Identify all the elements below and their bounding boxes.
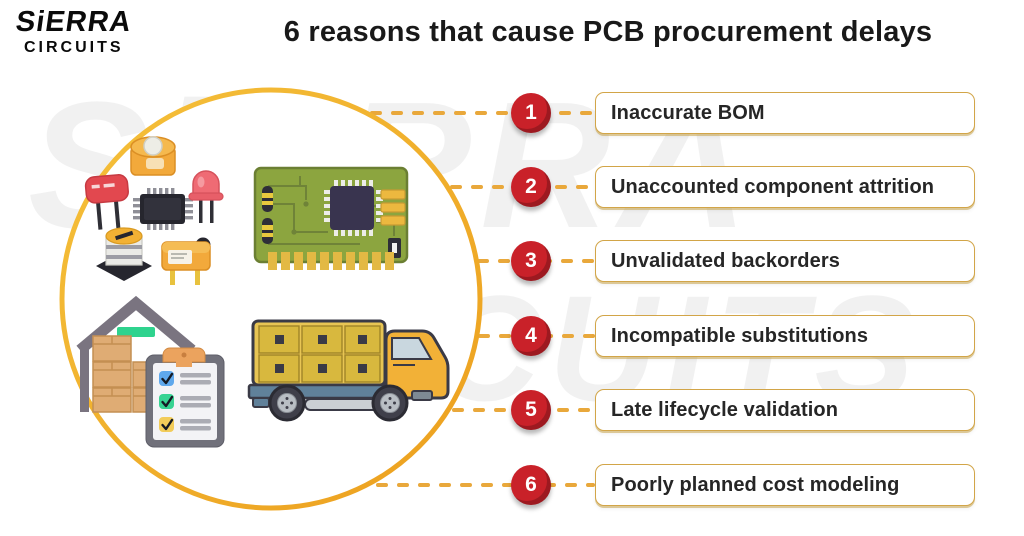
- reason-label-box: Inaccurate BOM: [595, 92, 975, 134]
- reason-label-box: Poorly planned cost modeling: [595, 464, 975, 506]
- circle-frame: [59, 87, 483, 511]
- reason-label-box: Incompatible substitutions: [595, 315, 975, 357]
- capacitor-icon: [96, 227, 152, 281]
- reason-label-box: Unvalidated backorders: [595, 240, 975, 282]
- qfp-chip-icon: [133, 188, 193, 230]
- reason-number-badge: 3: [511, 241, 551, 281]
- reason-label-box: Late lifecycle validation: [595, 389, 975, 431]
- checklist-icon: [145, 347, 225, 448]
- reason-label-box: Unaccounted component attrition: [595, 166, 975, 208]
- led-icon: [188, 170, 224, 223]
- sierra-circuits-logo: SiERRA CIRCUITS: [13, 6, 134, 56]
- dip-component-icon: [161, 237, 211, 285]
- fuse-icon: [84, 174, 129, 230]
- reason-label: Inaccurate BOM: [611, 101, 765, 124]
- reason-label: Unvalidated backorders: [611, 249, 840, 272]
- reason-number-badge: 5: [511, 390, 551, 430]
- page-title: 6 reasons that cause PCB procurement del…: [283, 16, 933, 48]
- reason-label: Late lifecycle validation: [611, 398, 839, 421]
- reason-label: Unaccounted component attrition: [611, 175, 935, 198]
- microchip-icon: [324, 180, 383, 236]
- electronic-components-icon: [84, 136, 224, 285]
- logo-wordmark: SiERRA: [13, 6, 134, 38]
- reason-number-badge: 6: [511, 465, 551, 505]
- pcb-icon: [253, 166, 409, 270]
- reason-number-badge: 2: [511, 167, 551, 207]
- reason-label: Poorly planned cost modeling: [611, 473, 900, 496]
- reason-number-badge: 4: [511, 316, 551, 356]
- buzzer-icon: [130, 136, 176, 176]
- reason-label: Incompatible substitutions: [611, 324, 869, 347]
- truck-wheels: [268, 384, 409, 422]
- truck-icon: [247, 319, 450, 422]
- reason-number-badge: 1: [511, 93, 551, 133]
- logo-subtext: CIRCUITS: [24, 39, 124, 56]
